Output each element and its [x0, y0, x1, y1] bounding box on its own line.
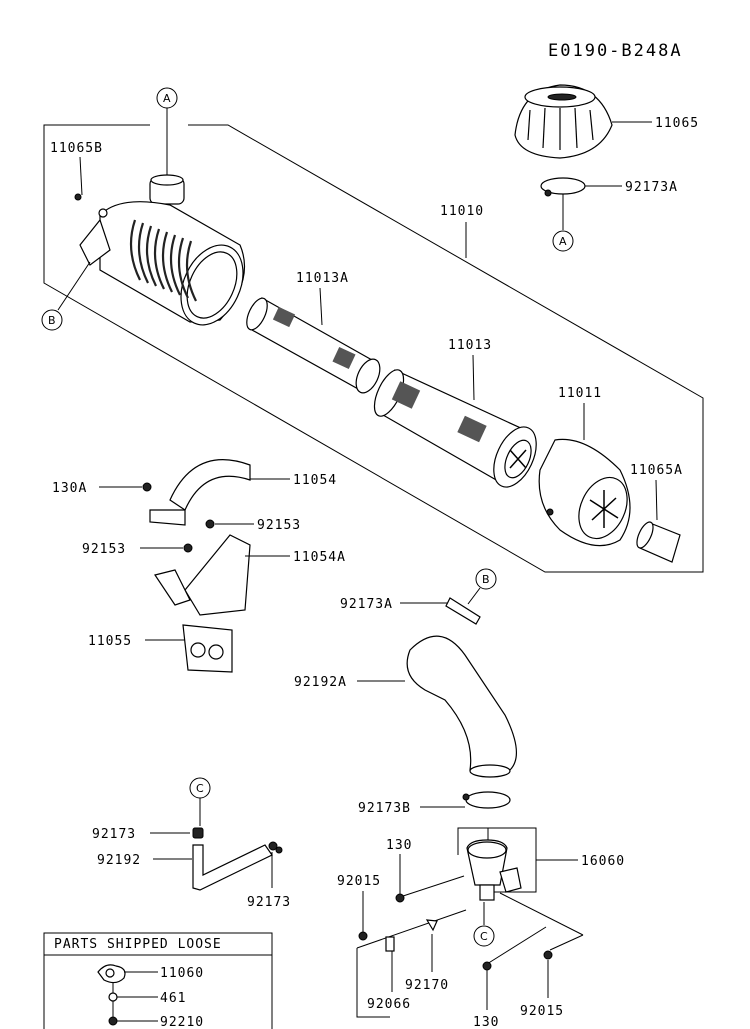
plate-11055: [182, 624, 233, 673]
dust-cup-16060: [466, 839, 522, 901]
label-11055: 11055: [88, 634, 132, 649]
clamp-92173-b: [268, 841, 283, 854]
label-92192A: 92192A: [294, 675, 347, 690]
ref-circle-b-left: B: [41, 261, 91, 331]
cap-11065: [514, 84, 613, 159]
label-130A: 130A: [52, 481, 87, 496]
clamp-92173A-mid: [445, 597, 481, 625]
ref-circle-a-top: A: [156, 87, 178, 178]
ref-circle-a-right: A: [552, 230, 574, 252]
label-11054A: 11054A: [293, 550, 346, 565]
label-92173A-mid: 92173A: [340, 597, 393, 612]
label-11054: 11054: [293, 473, 337, 488]
label-92153-a: 92153: [257, 518, 301, 533]
ref-circle-b-mid: B: [467, 568, 497, 605]
svg-text:A: A: [559, 235, 567, 248]
label-11065A: 11065A: [630, 463, 683, 478]
valve-11065A: [636, 521, 681, 563]
air-cleaner-housing: [74, 174, 246, 326]
label-11011: 11011: [558, 386, 602, 401]
nut-92210-icon: [108, 1016, 118, 1026]
label-130-b: 130: [473, 1015, 499, 1029]
loose-item-11060: 11060: [160, 966, 204, 981]
nut-92015-b: [543, 950, 553, 960]
label-92015-b: 92015: [520, 1004, 564, 1019]
label-92066: 92066: [367, 997, 411, 1012]
label-92015-a: 92015: [337, 874, 381, 889]
loose-item-461: 461: [160, 991, 186, 1006]
clamp-92173-a: [192, 827, 204, 839]
svg-text:C: C: [480, 930, 488, 943]
label-11013A: 11013A: [296, 271, 349, 286]
hose-92192: [192, 844, 273, 891]
bolt-130A: [142, 482, 152, 492]
assembly-outline-11010: [43, 124, 704, 573]
ref-circle-c-bottom: C: [473, 925, 495, 947]
label-16060: 16060: [581, 854, 625, 869]
bolt-130-a: [395, 893, 405, 903]
label-92192: 92192: [97, 853, 141, 868]
ref-circle-c-left: C: [189, 777, 211, 826]
parts-shipped-loose-box: PARTS SHIPPED LOOSE 11060 461 92210: [43, 932, 273, 1029]
bolt-92153-a: [205, 519, 215, 529]
loose-box-title: PARTS SHIPPED LOOSE: [54, 937, 222, 952]
label-92173-b: 92173: [247, 895, 291, 910]
duct-92192A: [406, 635, 517, 778]
bracket-11054: [149, 459, 251, 526]
diagram-code: E0190-B248A: [548, 41, 683, 61]
nut-92015-a: [358, 931, 368, 941]
clip-92170: [425, 919, 438, 932]
svg-text:A: A: [163, 92, 171, 105]
label-11010: 11010: [440, 204, 484, 219]
gasket-11060-icon: [97, 964, 126, 984]
label-92173B: 92173B: [358, 801, 411, 816]
outer-element-11013: [373, 369, 537, 488]
label-92173A-top: 92173A: [625, 180, 678, 195]
pin-92066: [385, 936, 395, 952]
svg-text:C: C: [196, 782, 204, 795]
clamp-92173A-top: [540, 177, 586, 197]
label-130-a: 130: [386, 838, 412, 853]
inner-element-11013A: [246, 297, 381, 394]
washer-461-icon: [108, 992, 118, 1002]
label-92173-a: 92173: [92, 827, 136, 842]
clamp-92173B: [462, 791, 511, 809]
svg-text:B: B: [48, 314, 56, 327]
svg-text:B: B: [482, 573, 490, 586]
loose-item-92210: 92210: [160, 1015, 204, 1029]
bracket-11054A: [154, 534, 251, 616]
bolt-130-b: [482, 961, 492, 971]
label-11065: 11065: [655, 116, 699, 131]
label-92153-b: 92153: [82, 542, 126, 557]
label-11065B: 11065B: [50, 141, 103, 156]
cover-11011: [538, 438, 631, 547]
bolt-92153-b: [183, 543, 193, 553]
label-92170: 92170: [405, 978, 449, 993]
label-11013: 11013: [448, 338, 492, 353]
